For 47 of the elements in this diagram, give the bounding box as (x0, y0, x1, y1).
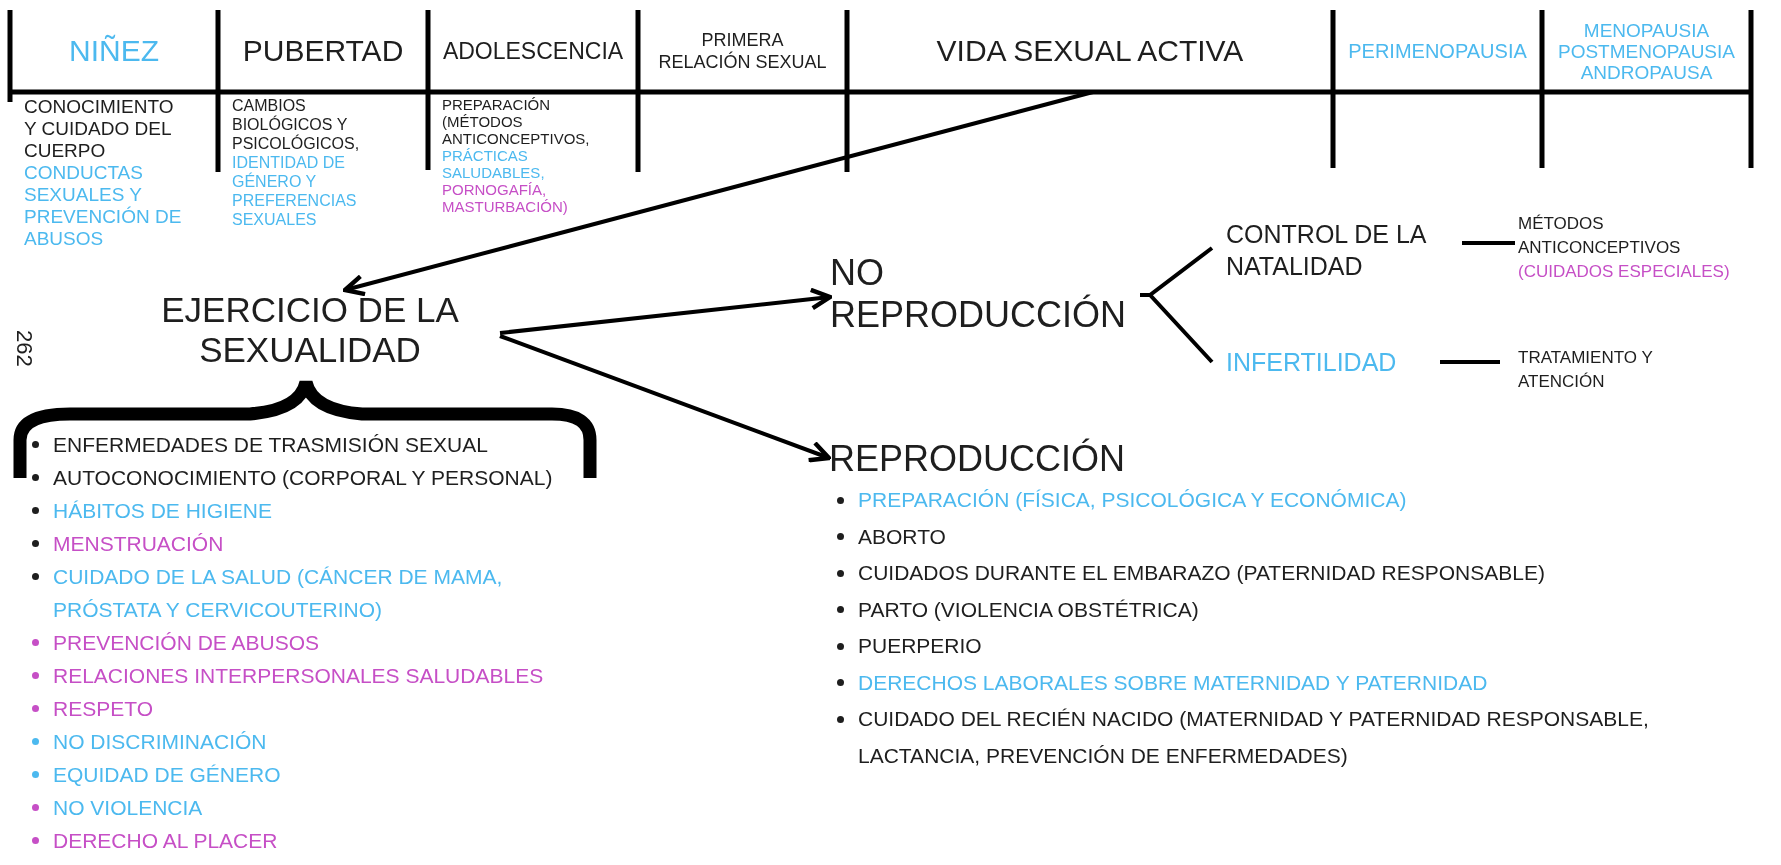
list-item: PREPARACIÓN (FÍSICA, PSICOLÓGICA Y ECONÓMICA) (858, 487, 1407, 513)
connector-line (1462, 241, 1515, 245)
cell-text: CONDUCTAS SEXUALES Y PREVENCIÓN DE ABUSOS (24, 162, 183, 250)
list-item: MENSTRUACIÓN (53, 531, 224, 557)
column-header: PRIMERA RELACIÓN SEXUAL (657, 29, 828, 74)
cell-text: CONOCIMIENTO Y CUIDADO DEL CUERPO (24, 96, 175, 162)
detail-text: MÉTODOS ANTICONCEPTIVOS (1518, 213, 1682, 259)
branch-label: CONTROL DE LA NATALIDAD (1212, 218, 1462, 282)
list-item: EQUIDAD DE GÉNERO (53, 762, 281, 788)
list-item: CUIDADO DE LA SALUD (CÁNCER DE MAMA, PRÓSTATA Y CERVICOUTERINO) (53, 564, 504, 623)
list-item: AUTOCONOCIMIENTO (CORPORAL Y PERSONAL) (53, 465, 553, 491)
topic-heading: EJERCICIO DE LA SEXUALIDAD (120, 290, 500, 370)
list-item: PUERPERIO (858, 633, 982, 659)
list-item: HÁBITOS DE HIGIENE (53, 498, 272, 524)
cell-text: IDENTIDAD DE GÉNERO Y PREFERENCIAS SEXUALES (232, 153, 358, 229)
column-header: PUBERTAD (241, 33, 405, 69)
topic-heading: NO REPRODUCCIÓN (830, 252, 1140, 336)
list-item: PARTO (VIOLENCIA OBSTÉTRICA) (858, 596, 1199, 623)
page-number: 262 (12, 330, 36, 367)
column-header: PERIMENOPAUSIA (1347, 39, 1528, 64)
list-item: RELACIONES INTERPERSONALES SALUDABLES (53, 663, 544, 689)
cell-text: PRÁCTICAS SALUDABLES, (442, 147, 546, 181)
connector-line (1140, 293, 1214, 364)
arrow (499, 334, 832, 463)
detail-text: TRATAMIENTO Y ATENCIÓN (1500, 346, 1710, 394)
list-item: ABORTO (858, 523, 946, 550)
cell-text: PORNOGAFÍA, MASTURBACIÓN) (442, 181, 569, 215)
cell-text: PREPARACIÓN (MÉTODOS ANTICONCEPTIVOS, (442, 96, 591, 147)
detail-text: (CUIDADOS ESPECIALES) (1518, 261, 1731, 283)
list-item: NO DISCRIMINACIÓN (53, 729, 267, 755)
list-item: RESPETO (53, 696, 153, 722)
list-item: ENFERMEDADES DE TRASMISIÓN SEXUAL (53, 432, 488, 458)
column-header: NIÑEZ (68, 33, 160, 69)
branch-label: INFERTILIDAD (1212, 346, 1440, 378)
list-item: CUIDADOS DURANTE EL EMBARAZO (PATERNIDAD RESPONSABLE) (858, 560, 1545, 586)
list-item: DERECHO AL PLACER (53, 828, 278, 854)
arrow (499, 287, 833, 335)
column-header: VIDA SEXUAL ACTIVA (935, 33, 1245, 69)
connector-line (1440, 360, 1500, 364)
column-header: ADOLESCENCIA (441, 37, 625, 66)
list-item: DERECHOS LABORALES SOBRE MATERNIDAD Y PATERNIDAD (858, 669, 1488, 696)
topic-heading: REPRODUCCIÓN (829, 437, 1126, 481)
list-item: CUIDADO DEL RECIÉN NACIDO (MATERNIDAD Y PATERNIDAD RESPONSABLE, LACTANCIA, PREVENCIÓN DE ENFERMEDADES) (858, 706, 1650, 769)
list-item: NO VIOLENCIA (53, 795, 203, 821)
cell-text: CAMBIOS BIOLÓGICOS Y PSICOLÓGICOS, (232, 96, 361, 153)
column-header: MENOPAUSIA POSTMENOPAUSIA ANDROPAUSA (1557, 18, 1736, 85)
list-item: PREVENCIÓN DE ABUSOS (53, 630, 320, 656)
